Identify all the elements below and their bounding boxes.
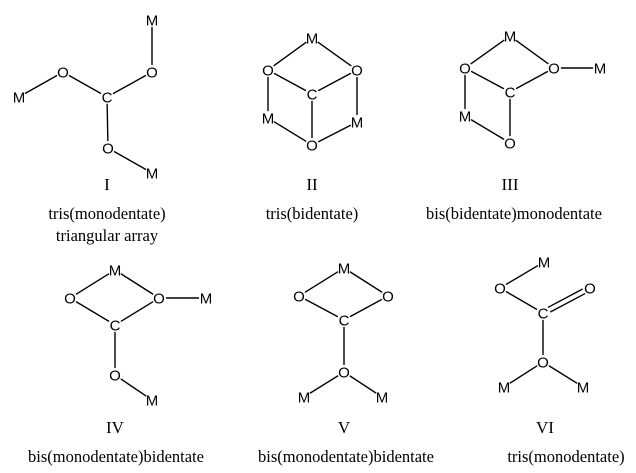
o-m-bond bbox=[24, 75, 58, 94]
metal-atom: M bbox=[498, 379, 511, 396]
metal-atom: M bbox=[13, 89, 26, 106]
metal-atom: M bbox=[298, 389, 311, 406]
o-m-bond bbox=[317, 124, 352, 143]
metal-atom: M bbox=[146, 12, 159, 29]
o-m-bond bbox=[505, 265, 539, 285]
structure-caption: tris(bidentate) bbox=[266, 204, 359, 223]
o-m-bond bbox=[120, 273, 154, 295]
o-m-bond bbox=[349, 271, 383, 293]
oxygen-atom: O bbox=[109, 367, 121, 384]
oxygen-atom: O bbox=[548, 60, 560, 77]
c-o-bond bbox=[505, 291, 538, 310]
c-o-bond bbox=[273, 72, 307, 92]
c-o-bond bbox=[106, 103, 109, 142]
metal-atom: M bbox=[200, 290, 213, 307]
carbon-atom: C bbox=[102, 89, 113, 106]
oxygen-atom: O bbox=[338, 364, 350, 381]
structure-caption: bis(monodentate)bidentate bbox=[258, 447, 434, 466]
oxygen-atom: O bbox=[306, 137, 318, 154]
o-m-bond bbox=[515, 39, 549, 65]
carbon-atom: C bbox=[339, 312, 350, 329]
structure-iii: C O O O M M M III bis(bidentate)monodentate bbox=[426, 28, 606, 223]
metal-atom: M bbox=[459, 108, 472, 125]
o-m-bond bbox=[309, 375, 339, 394]
o-m-bond bbox=[120, 378, 147, 397]
metal-atom: M bbox=[577, 379, 590, 396]
oxygen-atom: O bbox=[584, 280, 596, 297]
metal-atom: M bbox=[504, 28, 517, 45]
o-m-bond bbox=[113, 151, 147, 170]
structure-caption: bis(bidentate)monodentate bbox=[426, 204, 602, 223]
carbon-atom: C bbox=[505, 84, 516, 101]
oxygen-atom: O bbox=[504, 135, 516, 152]
o-m-bond bbox=[273, 121, 307, 142]
metal-atom: M bbox=[594, 60, 607, 77]
metal-atom: M bbox=[351, 114, 364, 131]
c-o-bond bbox=[112, 74, 147, 95]
oxygen-atom: O bbox=[57, 64, 69, 81]
oxygen-atom: O bbox=[102, 140, 114, 157]
c-o-bond bbox=[304, 298, 339, 318]
o-m-bond bbox=[273, 41, 307, 67]
metal-atom: M bbox=[376, 389, 389, 406]
metal-atom: M bbox=[338, 260, 351, 277]
c-o-bond bbox=[515, 70, 549, 90]
structure-numeral: V bbox=[338, 418, 351, 437]
o-m-bond bbox=[470, 119, 505, 140]
oxygen-atom: O bbox=[382, 288, 394, 305]
o-m-bond bbox=[349, 375, 377, 394]
structure-numeral: I bbox=[104, 175, 110, 194]
structure-iv: C O O O M M M IV bis(monodentate)bidentate bbox=[28, 262, 212, 466]
o-m-bond bbox=[548, 365, 578, 384]
carbon-atom: C bbox=[538, 305, 549, 322]
oxygen-atom: O bbox=[293, 288, 305, 305]
carbon-atom: C bbox=[110, 317, 121, 334]
c-o-bond bbox=[120, 301, 154, 322]
o-m-bond bbox=[509, 365, 538, 384]
oxygen-atom: O bbox=[64, 290, 76, 307]
c-o-double-bond bbox=[550, 293, 586, 313]
structure-numeral: VI bbox=[536, 418, 554, 437]
structure-numeral: II bbox=[306, 175, 318, 194]
metal-atom: M bbox=[146, 165, 159, 182]
metal-atom: M bbox=[538, 254, 551, 271]
c-o-bond bbox=[317, 72, 352, 92]
structure-vi: C O O O M M M VI tris(monodentate) bbox=[494, 254, 624, 466]
metal-atom: M bbox=[262, 110, 275, 127]
metal-atom: M bbox=[306, 30, 319, 47]
o-m-bond bbox=[304, 271, 339, 293]
c-o-bond bbox=[470, 70, 505, 90]
oxygen-atom: O bbox=[153, 290, 165, 307]
structure-ii: C O O O M M M II tris(bidentate) bbox=[262, 30, 364, 223]
c-o-bond bbox=[68, 75, 102, 94]
structure-caption: triangular array bbox=[56, 226, 159, 245]
oxygen-atom: O bbox=[146, 64, 158, 81]
oxygen-atom: O bbox=[262, 62, 274, 79]
c-o-double-bond bbox=[547, 288, 583, 308]
oxygen-atom: O bbox=[494, 280, 506, 297]
oxygen-atom: O bbox=[459, 60, 471, 77]
structure-caption: bis(monodentate)bidentate bbox=[28, 447, 204, 466]
oxygen-atom: O bbox=[351, 62, 363, 79]
oxygen-atom: O bbox=[537, 354, 549, 371]
c-o-bond bbox=[349, 298, 383, 318]
o-m-bond bbox=[317, 41, 352, 67]
metal-atom: M bbox=[146, 392, 159, 409]
structure-caption: tris(monodentate) bbox=[507, 447, 624, 466]
structure-numeral: III bbox=[502, 175, 519, 194]
o-m-bond bbox=[75, 273, 110, 295]
carbon-atom: C bbox=[307, 86, 318, 103]
c-o-bond bbox=[75, 301, 110, 322]
structure-numeral: IV bbox=[106, 418, 125, 437]
o-m-bond bbox=[470, 39, 505, 65]
structure-caption: tris(monodentate) bbox=[48, 204, 165, 223]
metal-atom: M bbox=[109, 262, 122, 279]
